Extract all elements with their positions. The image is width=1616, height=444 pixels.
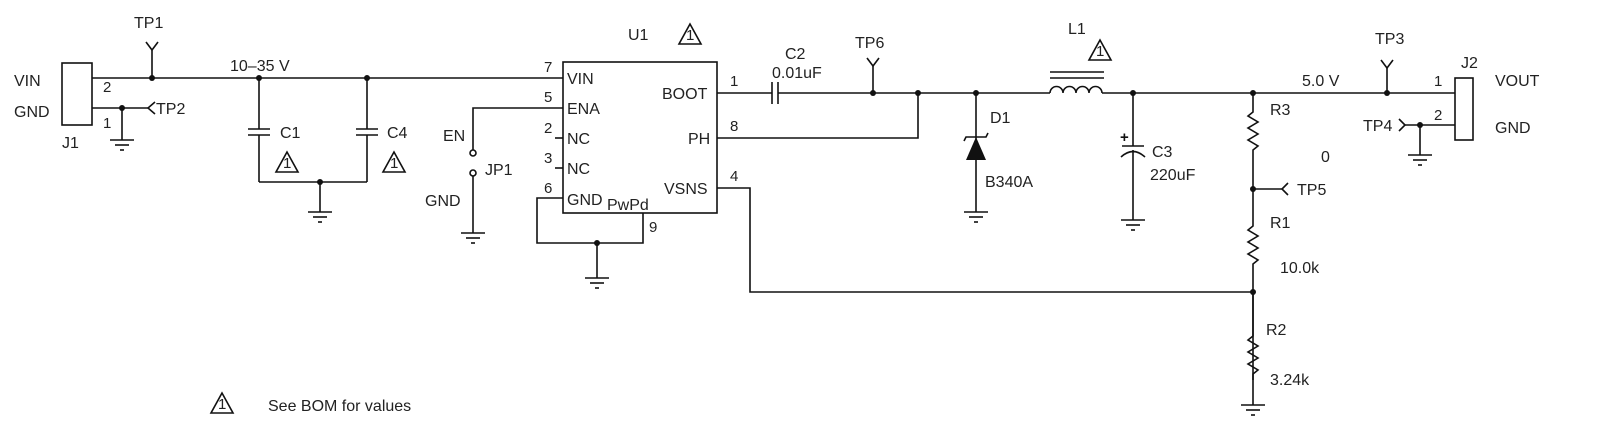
ground-symbol [1120, 219, 1146, 231]
pin-name: ENA [567, 101, 600, 118]
jumper-jp1: EN JP1 GND [425, 128, 513, 210]
test-point-tp3: TP3 [1375, 31, 1404, 96]
pin-name: PH [688, 131, 710, 148]
resistor-r1: R1 10.0k [1246, 215, 1320, 380]
ground-symbol [963, 211, 989, 223]
ref-c2: C2 [785, 46, 806, 63]
polarity-plus-icon: + [1120, 129, 1129, 146]
value-c2: 0.01uF [772, 65, 822, 82]
tp-label: TP4 [1363, 118, 1392, 135]
pin-number: 8 [730, 118, 738, 135]
ground-symbol [307, 211, 333, 223]
bom-mark: 1 [1096, 43, 1104, 60]
pin-number: 3 [544, 150, 552, 167]
ref-l1: L1 [1068, 21, 1086, 38]
pin-number: 9 [649, 219, 657, 236]
ref-r1: R1 [1270, 215, 1291, 232]
inductor-l1: L1 1 [1049, 21, 1112, 94]
ref-j1: J1 [62, 135, 79, 152]
bom-mark: 1 [686, 27, 694, 44]
ic-u1: U1 1 VIN ENA NC NC GND PwPd 7 5 2 3 6 9 … [544, 23, 738, 236]
net-vout-voltage: 5.0 V [1302, 73, 1340, 90]
pin-number: 7 [544, 59, 552, 76]
resistor-r2: R2 3.24k [1246, 292, 1310, 405]
net-vin-voltage: 10–35 V [230, 58, 290, 75]
test-point-tp4: TP4 [1363, 118, 1407, 135]
pin-number: 1 [103, 115, 111, 132]
capacitor-c1: C1 1 [248, 78, 301, 182]
pin-name: BOOT [662, 86, 708, 103]
vsns-wire [717, 187, 1253, 293]
value-r2: 3.24k [1270, 372, 1310, 389]
ref-d1: D1 [990, 110, 1011, 127]
bom-mark: 1 [283, 155, 291, 172]
ref-c4: C4 [387, 125, 408, 142]
pin-number: 6 [544, 180, 552, 197]
value-r1: 10.0k [1280, 260, 1320, 277]
bom-mark: 1 [390, 155, 398, 172]
net-label-vout: VOUT [1495, 73, 1540, 90]
ref-r3: R3 [1270, 102, 1291, 119]
net-label-gnd: GND [1495, 120, 1531, 137]
tp-label: TP1 [134, 15, 163, 32]
pin-number: 2 [103, 79, 111, 96]
ground-symbol [1240, 404, 1266, 416]
pin-name: NC [567, 161, 590, 178]
ref-u1: U1 [628, 27, 649, 44]
diode-d1: D1 B340A [963, 90, 1033, 212]
pin-name: GND [567, 192, 603, 209]
pin-name: NC [567, 131, 590, 148]
bom-mark: 1 [218, 396, 226, 413]
resistor-r3: R3 0 [1246, 93, 1330, 220]
capacitor-c2: C2 0.01uF [771, 46, 822, 104]
pin-name: PwPd [607, 197, 649, 214]
pin-number: 2 [544, 120, 552, 137]
value-r3: 0 [1321, 149, 1330, 166]
pin-number: 1 [1434, 73, 1442, 90]
tp-label: TP3 [1375, 31, 1404, 48]
test-point-tp1: TP1 [134, 15, 163, 81]
pin-number: 2 [1434, 107, 1442, 124]
ref-c1: C1 [280, 125, 301, 142]
capacitor-c3: + C3 220uF [1120, 90, 1196, 220]
test-point-tp2: TP2 [146, 101, 185, 118]
pin-number: 4 [730, 168, 738, 185]
pin-number: 5 [544, 89, 552, 106]
pin-name: VIN [567, 71, 594, 88]
bom-note-text: See BOM for values [268, 398, 411, 415]
test-point-tp6: TP6 [855, 35, 884, 96]
jumper-label-gnd: GND [425, 193, 461, 210]
tp-label: TP2 [156, 101, 185, 118]
ground-symbol [1407, 154, 1433, 166]
tp-label: TP6 [855, 35, 884, 52]
ground-symbol [460, 232, 486, 244]
pin-name: VSNS [664, 181, 708, 198]
bom-note: 1 See BOM for values [210, 392, 411, 415]
net-label-gnd: GND [14, 104, 50, 121]
capacitor-c4: C4 1 [356, 78, 408, 182]
connector-j2: J2 VOUT GND 1 2 [1434, 55, 1540, 141]
tp-label: TP5 [1297, 182, 1326, 199]
jumper-label-en: EN [443, 128, 465, 145]
ground-symbol [584, 277, 610, 289]
value-d1: B340A [985, 174, 1033, 191]
ref-r2: R2 [1266, 322, 1287, 339]
connector-j1: VIN GND J1 2 1 [14, 62, 111, 152]
pin-number: 1 [730, 73, 738, 90]
ground-symbol [109, 139, 135, 151]
test-point-tp5: TP5 [1250, 182, 1326, 199]
ref-j2: J2 [1461, 55, 1478, 72]
net-label-vin: VIN [14, 73, 41, 90]
ref-c3: C3 [1152, 144, 1173, 161]
ref-jp1: JP1 [485, 162, 513, 179]
value-c3: 220uF [1150, 167, 1196, 184]
